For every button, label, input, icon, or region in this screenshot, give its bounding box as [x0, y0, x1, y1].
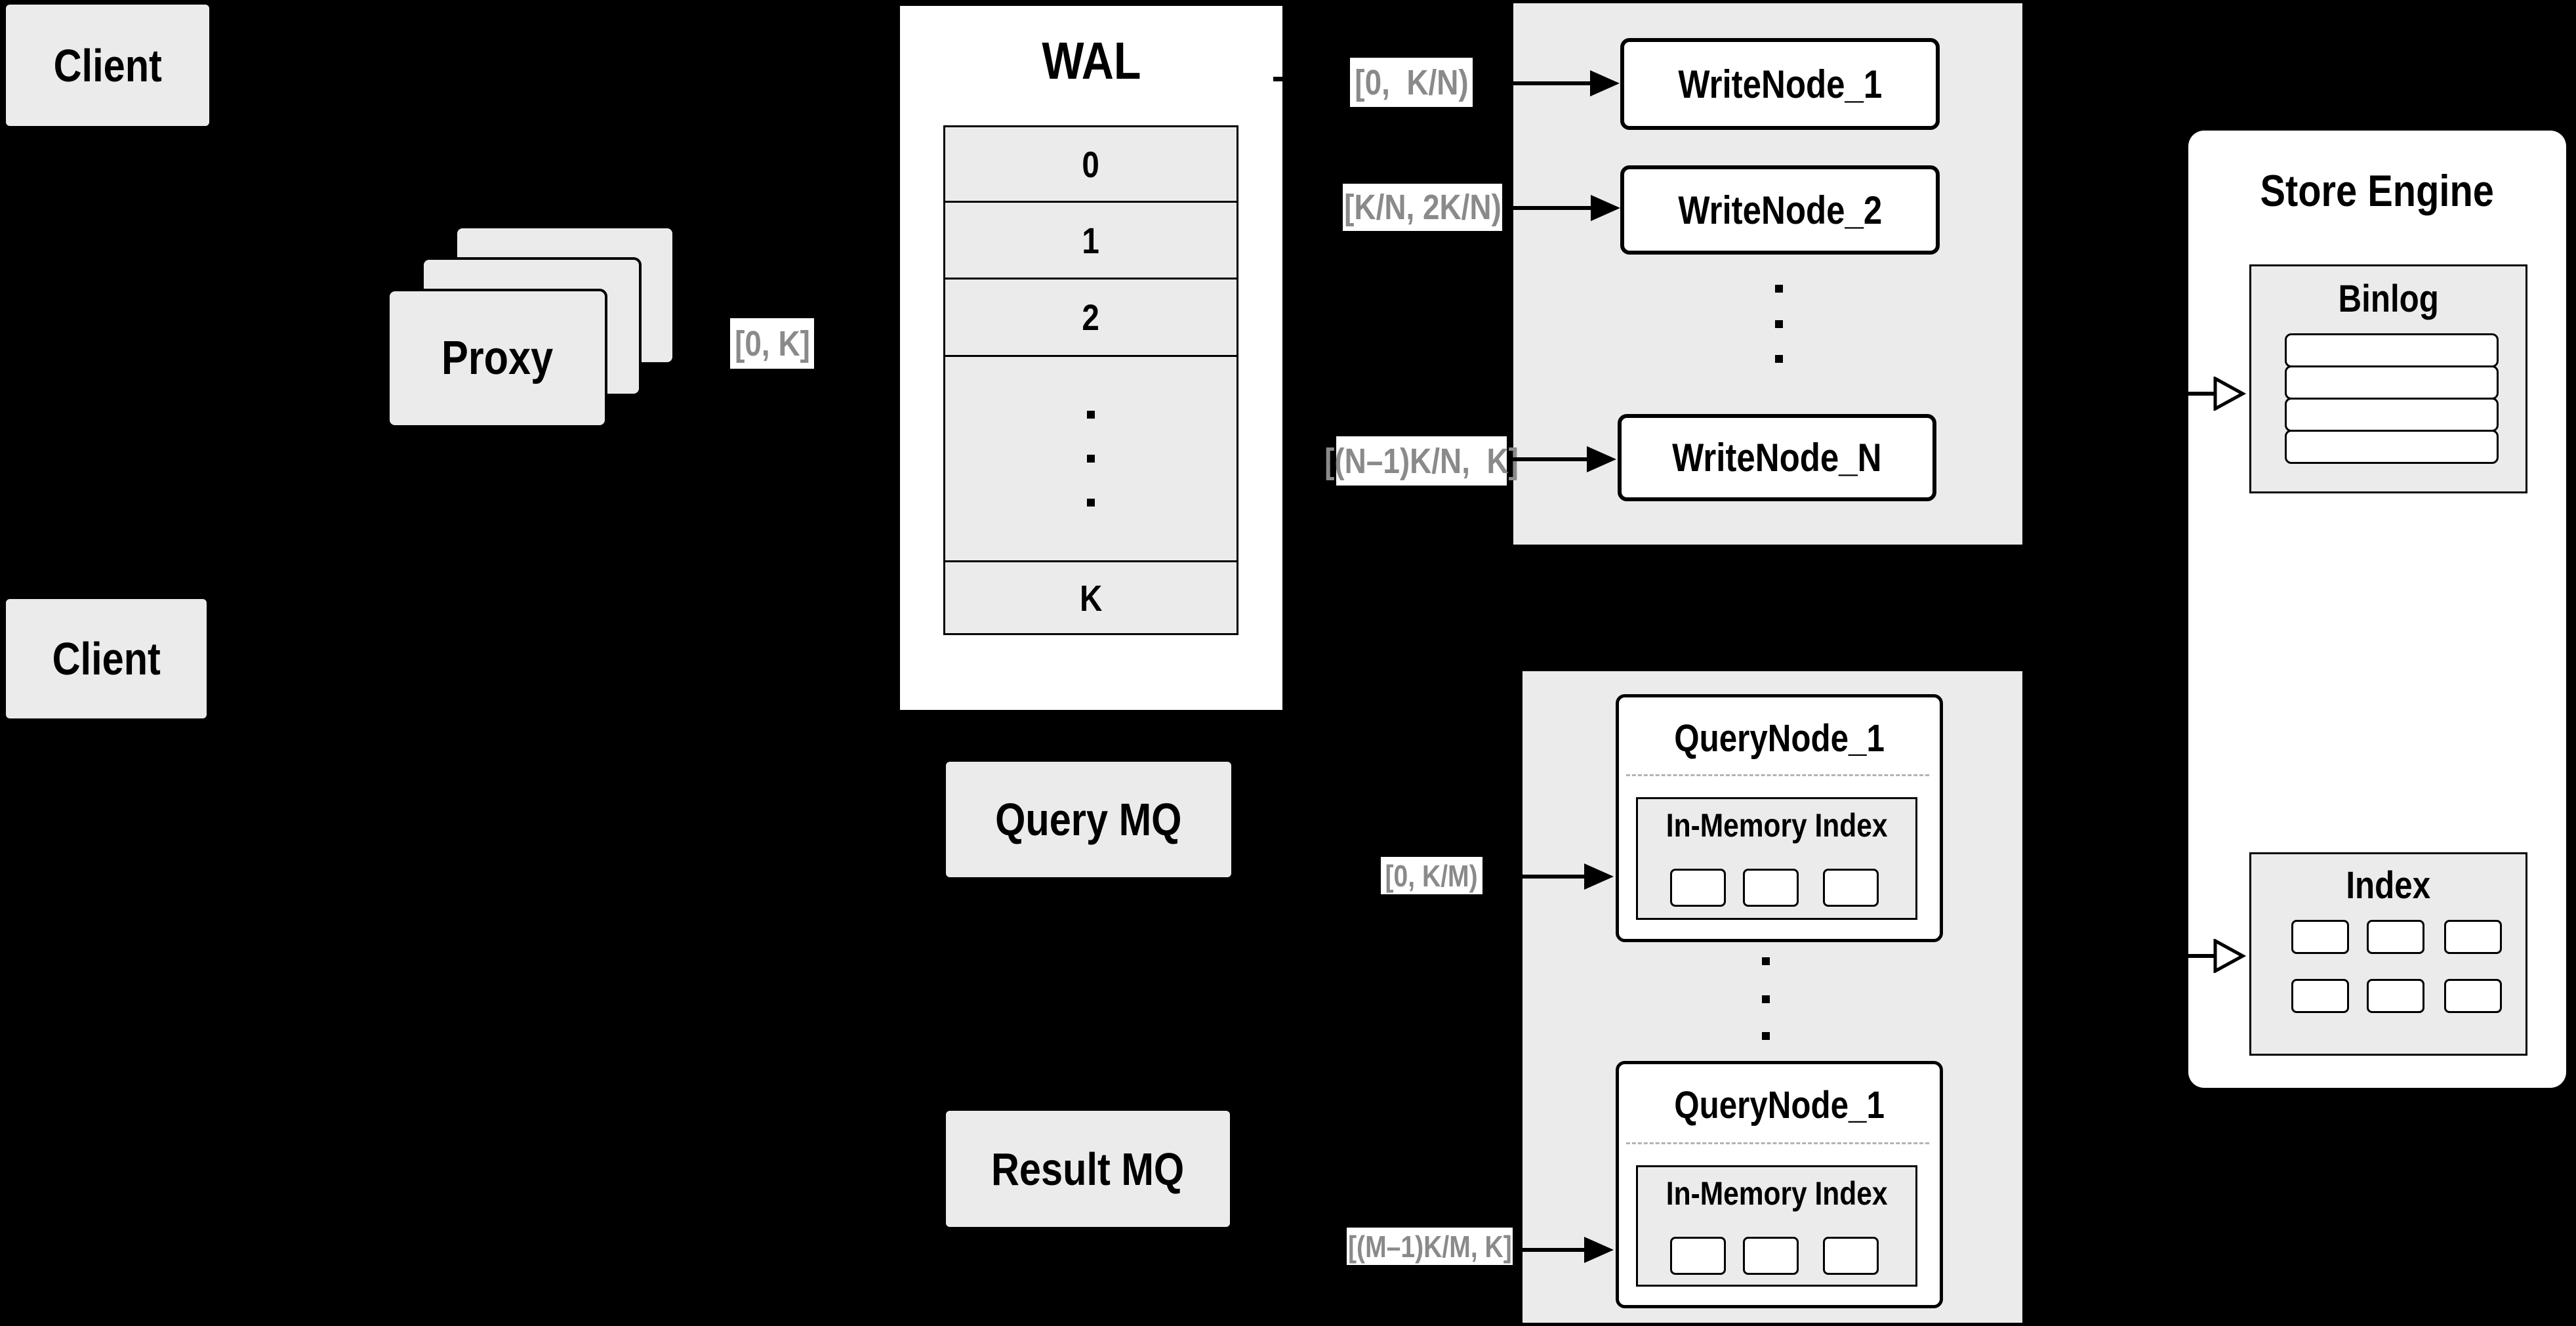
query-mq-node: Query MQ [946, 762, 1231, 877]
client-node-top-label: Client [53, 39, 162, 91]
index-cell [2444, 920, 2502, 954]
segment-cell [1670, 869, 1726, 907]
ellipsis-dot [1087, 499, 1095, 507]
arrow-head-icon [1584, 863, 1614, 890]
query-node-2-title: QueryNode_1 [1674, 1083, 1885, 1127]
binlog-row [2285, 398, 2499, 432]
binlog-row [2285, 365, 2499, 400]
wal-row: 2 [945, 280, 1237, 357]
segment-cell [1743, 1237, 1799, 1275]
arrow-line [1475, 81, 1591, 85]
hollow-arrow-head-icon [2213, 939, 2246, 973]
range-label-query-m: [(M–1)K/M, K] [1347, 1228, 1513, 1265]
binlog-row [2285, 430, 2499, 464]
segment-cell [1743, 869, 1799, 907]
dashed-separator [1626, 774, 1929, 776]
result-mq-node: Result MQ [946, 1111, 1230, 1227]
ellipsis-dot [1087, 411, 1095, 419]
ellipsis-dot [1775, 320, 1783, 328]
wal-row: K [945, 562, 1237, 633]
range-label-write-n: [(N–1)K/N, K] [1324, 436, 1519, 486]
proxy-node: Proxy [387, 289, 607, 428]
arrow-head-icon [1591, 195, 1620, 221]
wal-connector-stub [1273, 77, 1293, 81]
range-label-write-2: [K/N, 2K/N) [1343, 184, 1502, 231]
write-node-1: WriteNode_1 [1620, 38, 1940, 130]
arrow-head-icon [1587, 446, 1616, 472]
in-memory-index-title: In-Memory Index [1666, 1175, 1888, 1212]
wal-table: 0 1 2 K [943, 125, 1238, 635]
segment-cell [1823, 869, 1879, 907]
ellipsis-dot [1087, 455, 1095, 463]
arrow-line [1514, 1248, 1585, 1252]
wal-row-ellipsis [945, 357, 1237, 562]
index-cell [2291, 979, 2349, 1013]
wal-row: 1 [945, 203, 1237, 280]
wal-row: 0 [945, 127, 1237, 203]
range-label-proxy: [0, K] [730, 318, 814, 369]
client-node-bottom: Client [6, 599, 207, 718]
segment-cell [1670, 1237, 1726, 1275]
write-node-n: WriteNode_N [1618, 414, 1936, 501]
ellipsis-dot [1775, 355, 1783, 363]
index-cell [2444, 979, 2502, 1013]
query-node-1-title: QueryNode_1 [1674, 716, 1885, 760]
index-box [2249, 852, 2527, 1056]
hollow-arrow-head-icon [2213, 377, 2246, 411]
index-cell [2367, 920, 2424, 954]
dashed-separator [1626, 1142, 1929, 1144]
client-node-top: Client [6, 5, 209, 126]
ellipsis-dot [1775, 285, 1783, 293]
arrow-line [2188, 392, 2216, 396]
index-cell [2367, 979, 2424, 1013]
binlog-row [2285, 333, 2499, 367]
index-cell [2291, 920, 2349, 954]
arrow-line [2188, 954, 2216, 958]
ellipsis-dot [1762, 995, 1770, 1003]
wal-title: WAL [1041, 31, 1141, 90]
store-engine-title: Store Engine [2260, 165, 2495, 216]
arrow-line [1484, 875, 1585, 879]
ellipsis-dot [1762, 957, 1770, 965]
arrow-line [1503, 206, 1592, 210]
in-memory-index-title: In-Memory Index [1666, 807, 1888, 844]
arrow-line [1508, 457, 1588, 461]
proxy-node-label: Proxy [441, 332, 554, 384]
segment-cell [1823, 1237, 1879, 1275]
index-title: Index [2346, 863, 2431, 907]
arrow-head-icon [1590, 70, 1620, 96]
binlog-title: Binlog [2338, 278, 2439, 320]
range-label-query-1: [0, K/M) [1381, 857, 1482, 894]
write-node-2: WriteNode_2 [1620, 165, 1940, 255]
range-label-write-1: [0, K/N) [1350, 58, 1473, 107]
arrow-head-icon [1584, 1237, 1614, 1263]
ellipsis-dot [1762, 1032, 1770, 1040]
client-node-bottom-label: Client [52, 633, 161, 684]
